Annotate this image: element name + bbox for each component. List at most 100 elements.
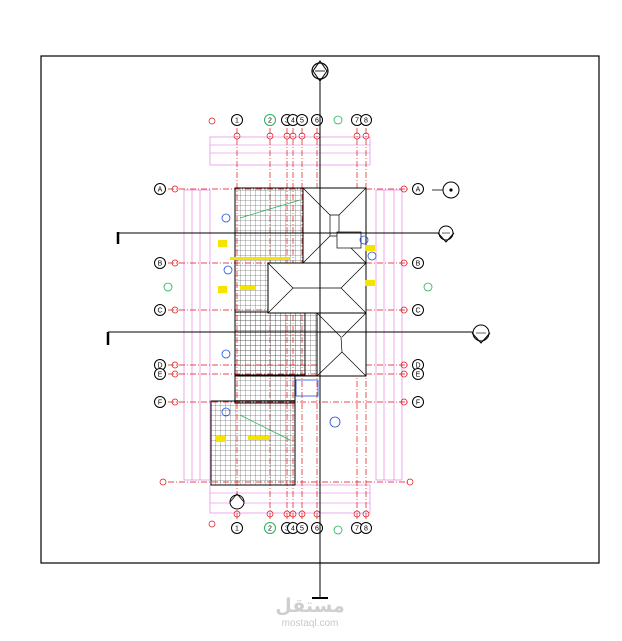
grid-bubble-row-right-C: C bbox=[412, 304, 424, 316]
grid-bubble-row-right-A-tag bbox=[400, 185, 408, 193]
grid-bubble-col-bottom-6: 6 bbox=[311, 522, 323, 534]
grid-bubble-col-bottom-2-circle bbox=[264, 522, 276, 534]
watermark-url: mostaql.com bbox=[282, 618, 339, 629]
grid-bubble-col-top-5-circle bbox=[296, 114, 308, 126]
grid-tag bbox=[406, 478, 414, 486]
watermark-arabic: مستقل bbox=[275, 595, 345, 617]
grid-bubble-row-right-D: D bbox=[412, 359, 424, 371]
grid-bubble-col-bottom-7-tag bbox=[353, 510, 361, 518]
grid-bubble-row-left-B-label: B bbox=[158, 261, 163, 268]
grid-bubble-col-top-3-label: 3 bbox=[285, 118, 289, 125]
grid-bubble-row-left-A-label: A bbox=[158, 187, 163, 194]
grid-bubble-col-top-2: 2 bbox=[264, 114, 276, 126]
hatched-area-middle bbox=[234, 311, 318, 377]
grid-bubble-col-bottom-1-circle bbox=[231, 522, 243, 534]
hatched-area-lower bbox=[210, 400, 296, 486]
grid-bubble-row-left-C: C bbox=[154, 304, 166, 316]
grid-bubble-col-top-1-label: 1 bbox=[235, 118, 239, 125]
grid-bubble-col-top-5: 5 bbox=[296, 114, 308, 126]
watermark: مستقل mostaql.com bbox=[275, 595, 345, 629]
section-marker-icon bbox=[471, 324, 491, 344]
annotation-marks bbox=[163, 115, 433, 535]
grid-bubble-col-bottom-1-label: 1 bbox=[235, 526, 239, 533]
grid-bubble-col-bottom-5-tag bbox=[298, 510, 306, 518]
grid-bubble-row-left-D-tag bbox=[171, 361, 179, 369]
grid-bubble-row-right-F-tag bbox=[400, 398, 408, 406]
grid-bubble-row-right-E-tag bbox=[400, 370, 408, 378]
grid-bubble-row-left-C-label: C bbox=[157, 308, 162, 315]
grid-bubble-col-top-7-tag bbox=[353, 132, 361, 140]
section-line-upper bbox=[116, 232, 440, 244]
column-marker-icon bbox=[229, 493, 245, 510]
roof-plan bbox=[267, 187, 367, 377]
grid-bubble-col-top-6: 6 bbox=[311, 114, 323, 126]
grid-bubble-row-left-F-tag bbox=[171, 398, 179, 406]
grid-bubble-col-top-2-circle bbox=[264, 114, 276, 126]
grid-bubble-col-top-1-circle bbox=[231, 114, 243, 126]
grid-bubble-row-right-C-circle bbox=[412, 304, 424, 316]
grid-bubble-col-top-4-label: 4 bbox=[291, 118, 295, 125]
grid-bubble-row-right-B-circle bbox=[412, 257, 424, 269]
dimension-lines bbox=[183, 136, 403, 514]
grid-bubble-col-bottom-5-circle bbox=[296, 522, 308, 534]
row-bubbles-left: A B C DE F bbox=[154, 183, 179, 408]
grid-bubble-row-left-E: E bbox=[154, 368, 166, 380]
grid-bubble-col-bottom-1: 1 bbox=[231, 522, 243, 534]
grid-bubble-col-top-8-label: 8 bbox=[364, 118, 368, 125]
grid-bubble-row-right-F-circle bbox=[412, 396, 424, 408]
grid-bubble-row-right-A-label: A bbox=[416, 187, 421, 194]
grid-bubble-col-bottom-2: 2 bbox=[264, 522, 276, 534]
grid-bubble-col-bottom-5-label: 5 bbox=[300, 526, 304, 533]
grid-tag bbox=[208, 117, 216, 125]
grid-bubble-row-left-F-label: F bbox=[158, 400, 162, 407]
grid-bubble-col-bottom-2-label: 2 bbox=[268, 526, 272, 533]
grid-bubble-col-bottom-6-label: 6 bbox=[315, 526, 319, 533]
north-arrow-icon bbox=[311, 60, 329, 82]
grid-bubble-row-right-D-label: D bbox=[415, 363, 420, 370]
grid-bubble-row-right-F-label: F bbox=[416, 400, 420, 407]
section-line-vertical bbox=[312, 78, 328, 599]
grid-bubble-col-bottom-8-circle bbox=[360, 522, 372, 534]
grid-bubble-row-left-E-circle bbox=[154, 368, 166, 380]
grid-bubble-row-right-E-circle bbox=[412, 368, 424, 380]
grid-bubble-row-right-D-tag bbox=[400, 361, 408, 369]
grid-bubble-row-left-A-circle bbox=[154, 183, 166, 195]
grid-bubble-col-top-6-label: 6 bbox=[315, 118, 319, 125]
grid-bubble-row-left-D-label: D bbox=[157, 363, 162, 370]
grid-bubble-row-left-E-label: E bbox=[158, 372, 163, 379]
grid-bubble-col-top-2-tag bbox=[266, 132, 274, 140]
grid-bubble-col-top-4-tag bbox=[289, 132, 297, 140]
grid-bubble-row-left-A-tag bbox=[171, 185, 179, 193]
grid-bubble-col-bottom-4-label: 4 bbox=[291, 526, 295, 533]
grid-bubble-row-right-B-tag bbox=[400, 259, 408, 267]
grid-bubble-row-left-B-circle bbox=[154, 257, 166, 269]
grid-bubble-row-right-B: B bbox=[412, 257, 424, 269]
grid-bubble-row-left-B-tag bbox=[171, 259, 179, 267]
grid-bubble-col-bottom-4-tag bbox=[289, 510, 297, 518]
grid-bubble-col-top-1-tag bbox=[233, 132, 241, 140]
hatched-area-link bbox=[234, 374, 296, 404]
grid-bubble-col-bottom-8: 8 bbox=[360, 522, 372, 534]
grid-tag bbox=[208, 520, 216, 528]
grid-bubble-col-top-8-circle bbox=[360, 114, 372, 126]
grid-bubble-col-bottom-2-tag bbox=[266, 510, 274, 518]
section-line-lower bbox=[106, 331, 474, 345]
grid-bubble-col-top-7-label: 7 bbox=[355, 118, 359, 125]
grid-bubble-col-top-2-label: 2 bbox=[268, 118, 272, 125]
grid-bubble-col-bottom-8-label: 8 bbox=[364, 526, 368, 533]
grid-bubble-row-left-C-circle bbox=[154, 304, 166, 316]
row-bubbles-right: A B C DE F bbox=[400, 183, 424, 408]
grid-bubble-col-bottom-5: 5 bbox=[296, 522, 308, 534]
grid-bubble-row-right-C-label: C bbox=[415, 308, 420, 315]
grid-bubble-col-top-8: 8 bbox=[360, 114, 372, 126]
elevation-marker-icon bbox=[432, 181, 460, 199]
grid-bubble-row-left-C-tag bbox=[171, 306, 179, 314]
grid-bubble-row-left-B: B bbox=[154, 257, 166, 269]
section-marker-icon bbox=[437, 225, 455, 243]
grid-bubble-row-left-F: F bbox=[154, 396, 166, 408]
grid-bubble-col-top-1: 1 bbox=[231, 114, 243, 126]
grid-bubble-row-right-E: E bbox=[412, 368, 424, 380]
